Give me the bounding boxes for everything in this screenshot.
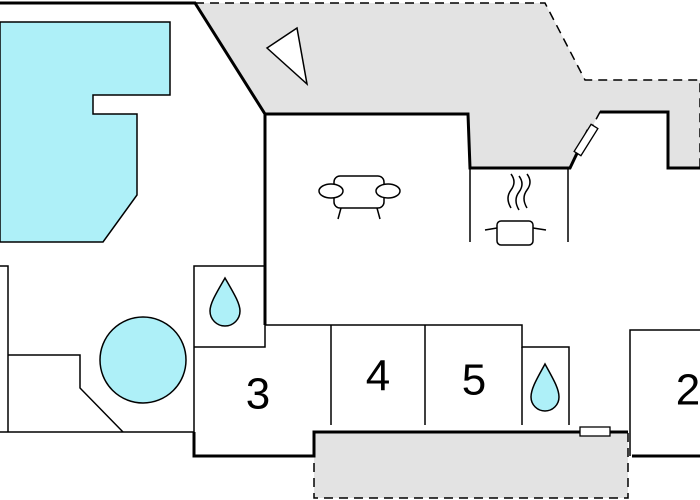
exterior-walls — [0, 1, 700, 458]
room-label-3: 3 — [246, 370, 270, 419]
room-label-5: 5 — [462, 356, 486, 405]
room-label-4: 4 — [366, 352, 390, 401]
exterior-terrace — [193, 2, 700, 169]
water-drop-icon — [530, 362, 560, 412]
north-arrow-icon — [265, 26, 309, 87]
window — [573, 123, 611, 437]
cooking-pot-icon — [484, 173, 547, 246]
swimming-pool — [0, 21, 171, 243]
sofa-icon — [318, 175, 401, 220]
hot-tub — [99, 316, 187, 404]
interior-walls — [0, 168, 700, 456]
water-drop-icon — [209, 276, 241, 327]
exterior-entrance — [313, 431, 629, 499]
room-label-2: 2 — [676, 366, 700, 415]
